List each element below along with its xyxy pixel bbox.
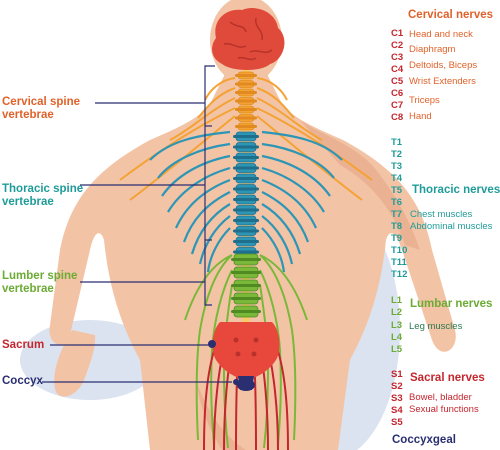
- nerve-code: S3: [391, 393, 403, 404]
- thoracic-vertebra-process: [233, 166, 259, 170]
- cervical-vertebra-process: [235, 99, 257, 103]
- sacral-desc: Bowel, bladder: [409, 392, 472, 403]
- cervical-desc: Triceps: [409, 95, 440, 106]
- cervical-vertebra-process: [235, 116, 257, 120]
- thoracic-desc: Chest muscles: [410, 209, 473, 220]
- sacrum-label: Sacrum: [2, 339, 45, 351]
- lumbar-desc: Leg muscles: [409, 321, 463, 332]
- thoracic-vertebra-process: [233, 198, 259, 201]
- thoracic-vertebra-process: [233, 187, 259, 191]
- nerve-code: T12: [391, 269, 408, 280]
- nerve-code: L4: [391, 332, 403, 343]
- lumbar-vertebra-process: [231, 271, 261, 274]
- thoracic-vertebra-process: [233, 219, 259, 222]
- cervical-vertebra-process: [235, 91, 257, 94]
- nerve-code: L3: [391, 320, 403, 331]
- cervical-desc: Hand: [409, 111, 432, 122]
- lumber-spine-label: Lumber spine vertebrae: [2, 270, 77, 296]
- nerve-code: T3: [391, 161, 403, 172]
- nerve-code: C7: [391, 100, 404, 111]
- thoracic-nerves: [149, 130, 343, 273]
- label-leaders: [42, 65, 232, 383]
- nerve-code: T6: [391, 197, 403, 208]
- lumbar-nerves: [184, 254, 308, 449]
- nerve-code: C6: [391, 88, 404, 99]
- cervical-desc: Diaphragm: [409, 44, 456, 55]
- thoracic-vertebra-process: [233, 250, 259, 254]
- sacral-nerves-title: Sacral nerves: [410, 372, 485, 384]
- nerve-code: T8: [391, 221, 403, 232]
- nerve-code: T2: [391, 149, 403, 160]
- nerve-code: L5: [391, 344, 403, 355]
- nerve-code: C3: [391, 52, 404, 63]
- nerve-code: C4: [391, 64, 404, 75]
- thoracic-vertebra-process: [233, 208, 259, 212]
- nerve-code: T7: [391, 209, 403, 220]
- thoracic-vertebra-process: [233, 145, 259, 149]
- nerve-code: T9: [391, 233, 403, 244]
- thoracic-vertebra-process: [233, 156, 259, 159]
- nerve-code: T11: [391, 257, 407, 268]
- lumbar-vertebra-process: [231, 284, 261, 287]
- nerve-code: S1: [391, 369, 403, 380]
- nerve-code: C5: [391, 76, 404, 87]
- nerve-code: S5: [391, 417, 403, 428]
- sacral-desc: Sexual functions: [409, 404, 479, 415]
- nerve-code: T5: [391, 185, 403, 196]
- lumbar-nerves-title: Lumbar nerves: [410, 298, 493, 310]
- thoracic-desc: Abdominal muscles: [410, 221, 493, 232]
- nerve-code: C2: [391, 40, 404, 51]
- cervical-spine-label-line1: Cervical spine: [2, 96, 80, 108]
- lumbar-vertebra-process: [231, 297, 261, 300]
- coccyx-bone: [233, 376, 255, 391]
- brain: [212, 8, 285, 71]
- nerve-code: T10: [391, 245, 408, 256]
- thoracic-vertebra-process: [233, 240, 259, 243]
- thoracic-spine-label-line2: vertebrae: [2, 196, 54, 208]
- cervical-vertebra-process: [235, 125, 257, 128]
- cervical-desc: Wrist Extenders: [409, 76, 476, 87]
- cervical-spine-label-line2: vertebrae: [2, 109, 54, 121]
- cervical-desc: Head and neck: [409, 29, 473, 40]
- nerve-code: T4: [391, 173, 403, 184]
- vertebral-column: [231, 71, 261, 318]
- thoracic-vertebra-process: [233, 135, 259, 138]
- nerve-code: S4: [391, 405, 403, 416]
- nerve-code: T1: [391, 137, 403, 148]
- cervical-vertebra-process: [235, 82, 257, 86]
- lumbar-vertebra-process: [231, 310, 261, 313]
- nerve-code: C8: [391, 112, 404, 123]
- coccyx-label: Coccyx: [2, 375, 43, 387]
- thoracic-vertebra-process: [233, 229, 259, 233]
- thoracic-spine-label: Thoracic spine vertebrae: [2, 183, 83, 209]
- thoracic-vertebra-process: [233, 177, 259, 180]
- sacrum-bone: [208, 322, 280, 380]
- lumber-spine-label-line2: vertebrae: [2, 283, 54, 295]
- cervical-vertebra-process: [235, 74, 257, 77]
- nerve-code: L1: [391, 295, 403, 306]
- nerve-code: S2: [391, 381, 403, 392]
- nerve-code: C1: [391, 28, 404, 39]
- thoracic-spine-label-line1: Thoracic spine: [2, 183, 84, 195]
- lumbar-vertebra-process: [231, 258, 261, 261]
- cervical-spine-label: Cervical spine vertebrae: [2, 96, 80, 122]
- thoracic-nerves-title: Thoracic nerves: [412, 184, 500, 196]
- cervical-vertebra-process: [235, 108, 257, 111]
- cervical-nerves-title: Cervical nerves: [408, 9, 494, 21]
- lumber-spine-label-line1: Lumber spine: [2, 270, 78, 282]
- cervical-desc: Deltoids, Biceps: [409, 60, 478, 71]
- nerve-code: L2: [391, 307, 403, 318]
- coccygeal-title: Coccyxgeal: [392, 434, 456, 446]
